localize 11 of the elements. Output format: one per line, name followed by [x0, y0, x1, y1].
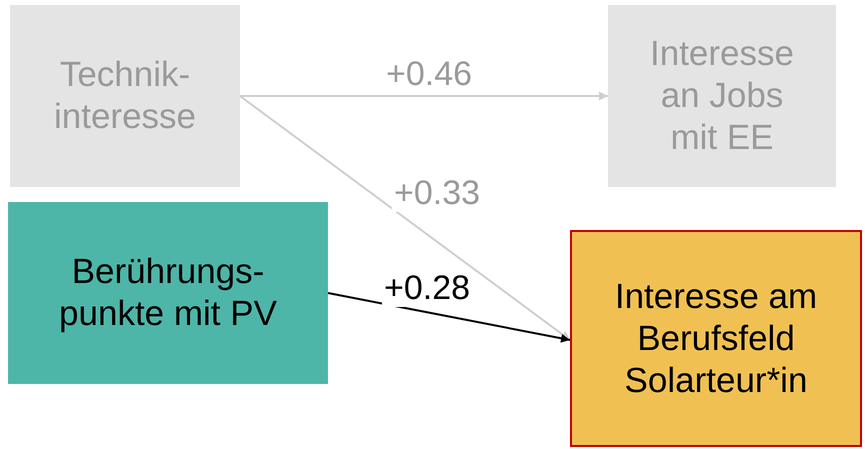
- node-label: Technik- interesse: [52, 54, 198, 138]
- factor-box: [8, 202, 328, 384]
- arrow: [328, 292, 570, 343]
- target-box: [570, 230, 862, 447]
- factor-box: [608, 5, 836, 187]
- arrow: [240, 92, 608, 100]
- factor-box: [10, 5, 240, 187]
- node-label: Interesse an Jobs mit EE: [649, 33, 795, 159]
- arrow: [239, 95, 571, 341]
- node-label: Berührungs- punkte mit PV: [58, 251, 278, 335]
- node-label: Interesse am Berufsfeld Solarteur*in: [614, 276, 818, 402]
